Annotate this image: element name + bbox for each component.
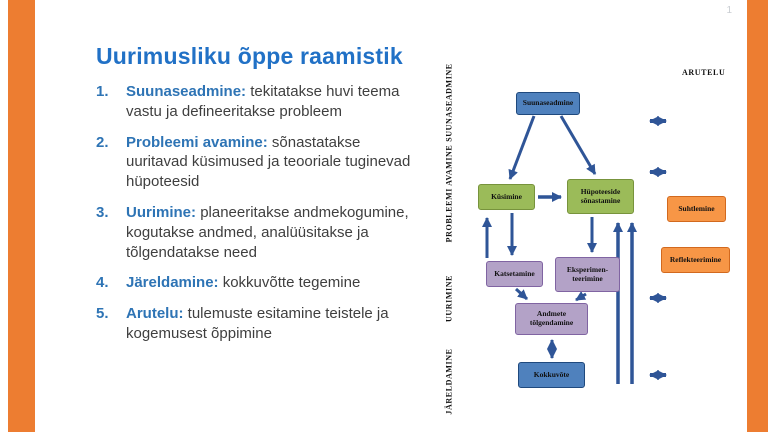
- phase-label-probleemi-avamine: PROBLEEMI AVAMINE: [444, 144, 454, 243]
- list-item: 5. Arutelu: tulemuste esitamine teistele…: [96, 304, 426, 344]
- list-item-number: 5.: [96, 305, 109, 323]
- diagram-box-kokkuvote: Kokkuvõte: [518, 362, 585, 388]
- numbered-list: 1. Suunaseadmine: tekitatakse huvi teema…: [96, 82, 426, 355]
- diagram-box-suunaseadmine: Suunaseadmine: [516, 92, 580, 115]
- slide-title: Uurimusliku õppe raamistik: [96, 43, 403, 70]
- list-item: 2. Probleemi avamine: sõnastatakse uurit…: [96, 133, 426, 192]
- list-item-number: 3.: [96, 203, 109, 221]
- list-item: 1. Suunaseadmine: tekitatakse huvi teema…: [96, 82, 426, 122]
- diagram-box-kusimine: Küsimine: [478, 184, 535, 210]
- diagram-box-reflekteerimine: Reflekteerimine: [661, 247, 730, 273]
- page-number: 1: [726, 5, 732, 16]
- accent-bar-right: [747, 0, 768, 432]
- list-item-text: Järeldamine: kokkuvõtte tegemine: [126, 273, 426, 293]
- diagram-box-andmete-tolgendamine: Andmete tõlgendamine: [515, 303, 588, 335]
- accent-bar-left: [8, 0, 35, 432]
- list-item-body: kokkuvõtte tegemine: [222, 274, 361, 292]
- list-item-body: planeeritakse andmekogumine, kogutakse a…: [126, 203, 409, 261]
- list-item-lead: Järeldamine:: [126, 274, 219, 292]
- phase-label-arutelu: ARUTELU: [682, 68, 726, 77]
- list-item-lead: Arutelu:: [126, 305, 184, 323]
- list-item-lead: Probleemi avamine:: [126, 133, 268, 151]
- list-item-body: tekitatakse huvi teema vastu ja defineer…: [126, 83, 400, 120]
- list-item-text: Uurimine: planeeritakse andmekogumine, k…: [126, 203, 426, 262]
- list-item: 4. Järeldamine: kokkuvõtte tegemine: [96, 273, 426, 293]
- diagram-box-eksperimenteerimine: Eksperimen-teerimine: [555, 257, 620, 292]
- list-item-lead: Uurimine:: [126, 203, 197, 221]
- diagram-box-suhtlemine: Suhtlemine: [667, 196, 726, 222]
- list-item-number: 2.: [96, 133, 109, 151]
- diagram-box-hupoteeside: Hüpoteeside sõnastamine: [567, 179, 634, 214]
- list-item-text: Arutelu: tulemuste esitamine teistele ja…: [126, 304, 426, 344]
- list-item-body: sõnastatakse uuritavad küsimused ja teoo…: [126, 133, 411, 191]
- phase-label-jareldamine: JÄRELDAMINE: [444, 348, 454, 415]
- list-item-number: 4.: [96, 274, 109, 292]
- list-item-body: tulemuste esitamine teistele ja kogemuse…: [126, 305, 389, 342]
- list-item-number: 1.: [96, 83, 109, 100]
- list-item-text: Probleemi avamine: sõnastatakse uuritava…: [126, 133, 426, 192]
- list-item-lead: Suunaseadmine:: [126, 83, 247, 100]
- list-item-text: Suunaseadmine: tekitatakse huvi teema va…: [126, 82, 426, 122]
- phase-label-suunaseadmine: SUUNASEADMINE: [444, 63, 454, 142]
- list-item: 3. Uurimine: planeeritakse andmekogumine…: [96, 203, 426, 262]
- phase-label-uurimine: UURIMINE: [444, 274, 454, 323]
- diagram-box-katsetamine: Katsetamine: [486, 261, 543, 287]
